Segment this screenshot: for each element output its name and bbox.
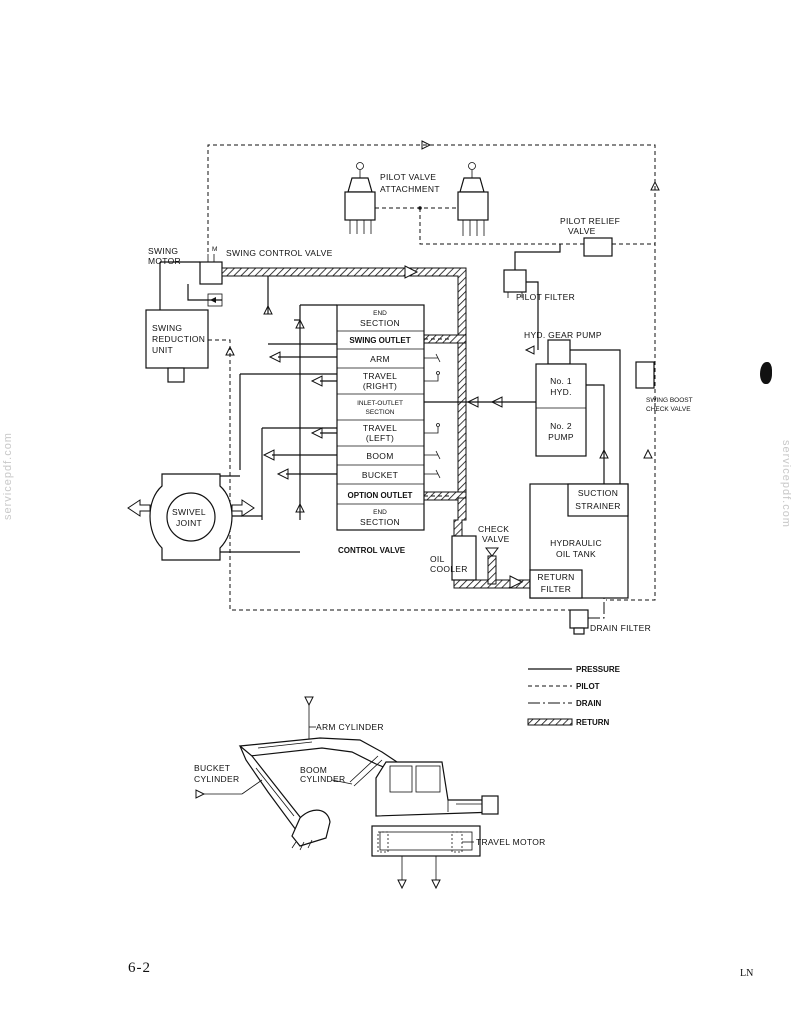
swing-reduction-label-2: REDUCTION (152, 334, 205, 344)
arm-cylinder-label: ARM CYLINDER (316, 722, 384, 732)
cv-section-2-label: ARM (370, 354, 390, 364)
swivel-joint (127, 473, 255, 561)
cv-section-8-label: OPTION OUTLET (348, 491, 413, 500)
pilot-filter (503, 269, 527, 293)
swivel-joint-label-2: JOINT (176, 518, 202, 528)
excavator-illustration (195, 696, 499, 890)
control-valve-bank (336, 304, 425, 531)
oil-cooler (451, 535, 477, 581)
return-filter (529, 569, 583, 599)
pilot-relief-label-2: VALVE (568, 226, 596, 236)
boom-cylinder-label-1: BOOM (300, 765, 327, 775)
cv-section-7-label: BUCKET (362, 470, 398, 480)
oil-cooler-label-1: OIL (430, 554, 445, 564)
pump-no2-label-2: PUMP (548, 432, 574, 442)
pump-no2-label-1: No. 2 (550, 421, 572, 431)
binder-hole-mark (760, 362, 772, 384)
drain-filter (569, 609, 589, 629)
pilot-supply-line (419, 208, 584, 245)
pilot-flow-arrow-3 (421, 140, 432, 150)
hydraulic-oil-tank-label-2: OIL TANK (556, 549, 596, 559)
hyd-gear-pump-label: HYD. GEAR PUMP (524, 330, 602, 340)
cv-section-3-line1: TRAVEL (363, 371, 397, 381)
check-valve-label-1: CHECK (478, 524, 509, 534)
pilot-valve-label: PILOT VALVE (380, 172, 436, 182)
svg-text:M: M (212, 246, 217, 253)
legend-label-2: DRAIN (576, 699, 602, 708)
cv-section-3-line2: (RIGHT) (363, 381, 397, 391)
legend-label-1: PILOT (576, 682, 600, 691)
return-filter-label-1: RETURN (537, 572, 574, 582)
cv-section-6-label: BOOM (366, 451, 393, 461)
swing-control-valve-label: SWING CONTROL VALVE (226, 248, 333, 258)
cv-section-5-line1: TRAVEL (363, 423, 397, 433)
drain-pilot-line (208, 339, 570, 611)
pilot-flow-arrow (650, 180, 660, 191)
watermark-right: servicepdf.com (780, 440, 792, 528)
pilot-filter-label: PILOT FILTER (516, 292, 575, 302)
suction-strainer-label-1: SUCTION (578, 488, 618, 498)
cv-section-4-line1: INLET-OUTLET (357, 400, 403, 407)
cv-section-5-line2: (LEFT) (366, 433, 394, 443)
swing-reduction-label-3: UNIT (152, 345, 173, 355)
main-pump-housing (535, 363, 587, 457)
cv-section-9-line1: END (373, 509, 387, 516)
suction-strainer (567, 483, 629, 517)
spool-end-symbols (424, 338, 450, 497)
legend-label-3: RETURN (576, 718, 610, 727)
pilot-loop-line (207, 144, 656, 601)
watermark-left: servicepdf.com (2, 432, 14, 520)
cv-section-9-line2: SECTION (360, 517, 400, 527)
pilot-relief-valve (583, 237, 613, 257)
pilot-relief-label-1: PILOT RELIEF (560, 216, 620, 226)
pump-no1-label-1: No. 1 (550, 376, 572, 386)
boom-cylinder-label-2: CYLINDER (300, 774, 345, 784)
pilot-flow-arrow-2 (643, 448, 653, 459)
bucket-cylinder-label-2: CYLINDER (194, 774, 239, 784)
cv-section-4-line2: SECTION (366, 409, 395, 416)
travel-motor-label: TRAVEL MOTOR (476, 837, 546, 847)
return-filter-label-2: FILTER (541, 584, 571, 594)
page-code: LN (740, 968, 754, 979)
cv-section-0-line1: END (373, 310, 387, 317)
pump-no1-label-2: HYD. (550, 387, 572, 397)
pilot-valve-left (344, 162, 376, 234)
swing-control-valve (199, 261, 223, 285)
hydraulic-oil-tank-label-1: HYDRAULIC (550, 538, 602, 548)
suction-strainer-label-2: STRAINER (575, 501, 620, 511)
attachment-label: ATTACHMENT (380, 184, 440, 194)
legend-label-0: PRESSURE (576, 665, 621, 674)
pilot-valve-right (457, 162, 489, 236)
swing-boost-label-1: SWING BOOST (646, 397, 693, 404)
drain-filter-label: DRAIN FILTER (590, 623, 651, 633)
swing-boost-label-2: CHECK VALVE (646, 406, 691, 413)
swing-motor-label-1: SWING (148, 246, 178, 256)
hyd-gear-pump (547, 339, 571, 365)
control-valve-label: CONTROL VALVE (338, 546, 406, 555)
check-valve-label-2: VALVE (482, 534, 510, 544)
swivel-joint-label-1: SWIVEL (172, 507, 206, 517)
swing-reduction-label-1: SWING (152, 323, 182, 333)
oil-cooler-label-2: COOLER (430, 564, 468, 574)
swing-motor-label-2: MOTOR (148, 256, 181, 266)
check-valve (485, 547, 499, 557)
bucket-cylinder-label-1: BUCKET (194, 763, 230, 773)
cv-section-1-label: SWING OUTLET (349, 336, 410, 345)
swing-boost-check-valve (635, 361, 655, 389)
legend (527, 668, 573, 726)
page-number: 6-2 (128, 960, 151, 976)
cv-section-0-line2: SECTION (360, 318, 400, 328)
